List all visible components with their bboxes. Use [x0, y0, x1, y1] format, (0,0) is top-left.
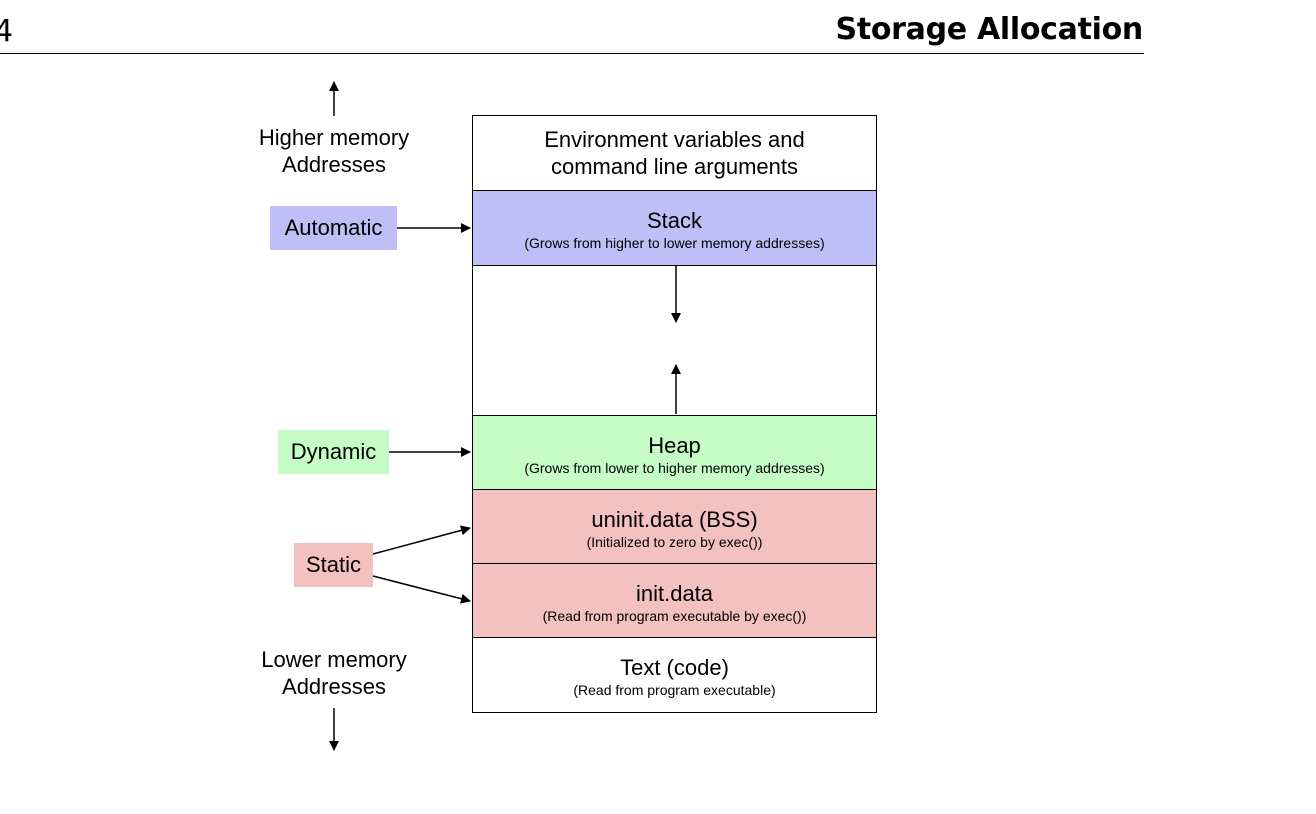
lower-memory-label-line2: Addresses	[282, 674, 386, 699]
lower-memory-label: Lower memory Addresses	[234, 646, 434, 700]
segment-bss: uninit.data (BSS) (Initialized to zero b…	[472, 489, 877, 564]
lower-memory-label-line1: Lower memory	[261, 647, 407, 672]
segment-bss-title: uninit.data (BSS)	[591, 507, 758, 532]
segment-text-note: (Read from program executable)	[573, 682, 776, 698]
header-rule	[0, 53, 1144, 54]
segment-text-title: Text (code)	[620, 655, 729, 680]
segment-heap: Heap (Grows from lower to higher memory …	[472, 415, 877, 490]
higher-memory-label-line1: Higher memory	[258, 125, 410, 150]
segment-stack: Stack (Grows from higher to lower memory…	[472, 190, 877, 266]
segment-free-space	[472, 265, 877, 416]
segment-stack-title: Stack	[646, 208, 703, 233]
segment-init-data-note: (Read from program executable by exec())	[542, 608, 807, 624]
arrow-static-to-data	[372, 575, 471, 604]
page-number: 4	[0, 14, 14, 49]
segment-environment-line2: command line arguments	[550, 154, 798, 179]
higher-memory-label: Higher memory Addresses	[234, 124, 434, 178]
automatic-tag: Automatic	[270, 206, 397, 250]
segment-text: Text (code) (Read from program executabl…	[472, 637, 877, 713]
higher-memory-label-line2: Addresses	[282, 152, 386, 177]
segment-environment-line1: Environment variables and	[544, 127, 805, 152]
static-tag: Static	[294, 543, 373, 587]
segment-environment: Environment variables and command line a…	[472, 115, 877, 191]
segment-heap-note: (Grows from lower to higher memory addre…	[524, 460, 825, 476]
page-title: Storage Allocation	[835, 12, 1144, 47]
segment-init-data-title: init.data	[635, 581, 714, 606]
segment-heap-title: Heap	[648, 433, 701, 458]
segment-bss-note: (Initialized to zero by exec())	[586, 534, 763, 550]
dynamic-tag: Dynamic	[278, 430, 389, 474]
segment-stack-note: (Grows from higher to lower memory addre…	[524, 235, 825, 251]
arrow-static-to-bss	[372, 525, 471, 555]
